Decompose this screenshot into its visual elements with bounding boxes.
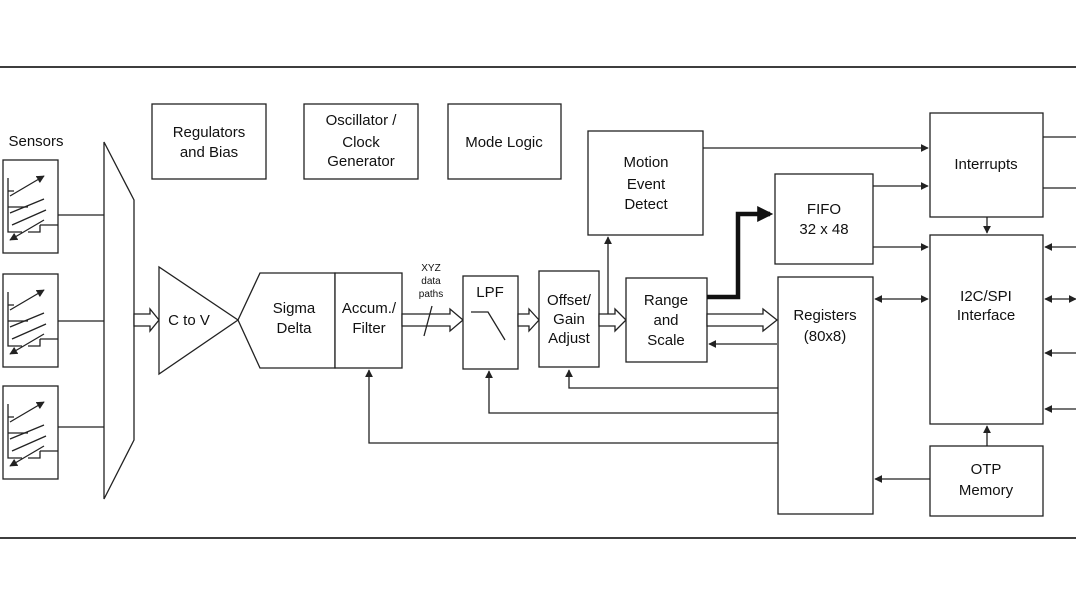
hollow-arrow xyxy=(598,307,627,333)
hollow-arrow xyxy=(517,307,540,333)
lpf-block xyxy=(462,275,519,370)
mode-logic-label: Mode Logic xyxy=(465,134,543,151)
range-label-1: Range xyxy=(644,292,688,309)
offset-label-1: Offset/ xyxy=(547,292,592,309)
offset-gain-block xyxy=(538,270,600,368)
range-label-3: Scale xyxy=(647,332,685,349)
motion-label-3: Detect xyxy=(624,196,668,213)
sigma-delta-label-1: Sigma xyxy=(273,300,316,317)
sensor-icon xyxy=(2,159,59,254)
offset-label-3: Adjust xyxy=(548,330,591,347)
hollow-arrow xyxy=(401,307,465,333)
interrupts-label: Interrupts xyxy=(954,156,1017,173)
mode-logic-block xyxy=(447,103,562,180)
xyz-label-3: paths xyxy=(419,289,443,300)
registers-label-1: Registers xyxy=(793,307,856,324)
lowpass-curve-icon xyxy=(471,311,506,341)
otp-label-2: Memory xyxy=(959,482,1014,499)
fifo-block xyxy=(774,173,874,265)
hollow-arrow xyxy=(706,307,779,333)
bus-slash xyxy=(423,305,433,337)
range-to-fifo-arrow xyxy=(707,206,774,300)
sigma-delta-label-2: Delta xyxy=(276,320,312,337)
register-to-offset-arrow xyxy=(565,369,778,389)
xyz-label-2: data xyxy=(421,276,441,287)
fifo-label-2: 32 x 48 xyxy=(799,221,848,238)
hollow-arrow xyxy=(133,307,160,333)
c-to-v-label: C to V xyxy=(168,312,210,329)
motion-detect-block xyxy=(587,130,704,236)
registers-block xyxy=(777,276,874,515)
oscillator-label-2: Clock xyxy=(342,134,380,151)
regulators-label-1: Regulators xyxy=(173,124,246,141)
motion-label-1: Motion xyxy=(623,154,668,171)
accum-label-1: Accum./ xyxy=(342,300,397,317)
accum-filter-block xyxy=(334,272,403,369)
xyz-label-1: XYZ xyxy=(421,263,440,274)
regulators-block xyxy=(151,103,267,180)
register-to-accum-arrow xyxy=(365,369,778,444)
oscillator-label-1: Oscillator / xyxy=(326,112,398,129)
i2c-spi-block xyxy=(929,234,1044,425)
i2c-label-1: I2C/SPI xyxy=(960,288,1012,305)
regulators-label-2: and Bias xyxy=(180,144,238,161)
motion-label-2: Event xyxy=(627,176,666,193)
range-scale-block xyxy=(625,277,708,363)
oscillator-block xyxy=(303,103,419,180)
sensor-icon xyxy=(2,273,59,368)
accum-label-2: Filter xyxy=(352,320,385,337)
fifo-label-1: FIFO xyxy=(807,201,841,218)
sensors-title: Sensors xyxy=(8,133,63,150)
interrupts-block xyxy=(929,112,1044,218)
oscillator-label-3: Generator xyxy=(327,153,395,170)
offset-label-2: Gain xyxy=(553,311,585,328)
range-label-2: and xyxy=(653,312,678,329)
c-to-v-amplifier xyxy=(158,265,240,376)
registers-label-2: (80x8) xyxy=(804,328,847,345)
otp-label-1: OTP xyxy=(971,461,1002,478)
i2c-label-2: Interface xyxy=(957,307,1015,324)
register-to-lpf-arrow xyxy=(485,370,778,414)
multiplexer xyxy=(103,141,135,500)
sensor-icon xyxy=(2,385,59,480)
otp-memory-block xyxy=(929,445,1044,517)
lpf-label: LPF xyxy=(476,284,504,301)
